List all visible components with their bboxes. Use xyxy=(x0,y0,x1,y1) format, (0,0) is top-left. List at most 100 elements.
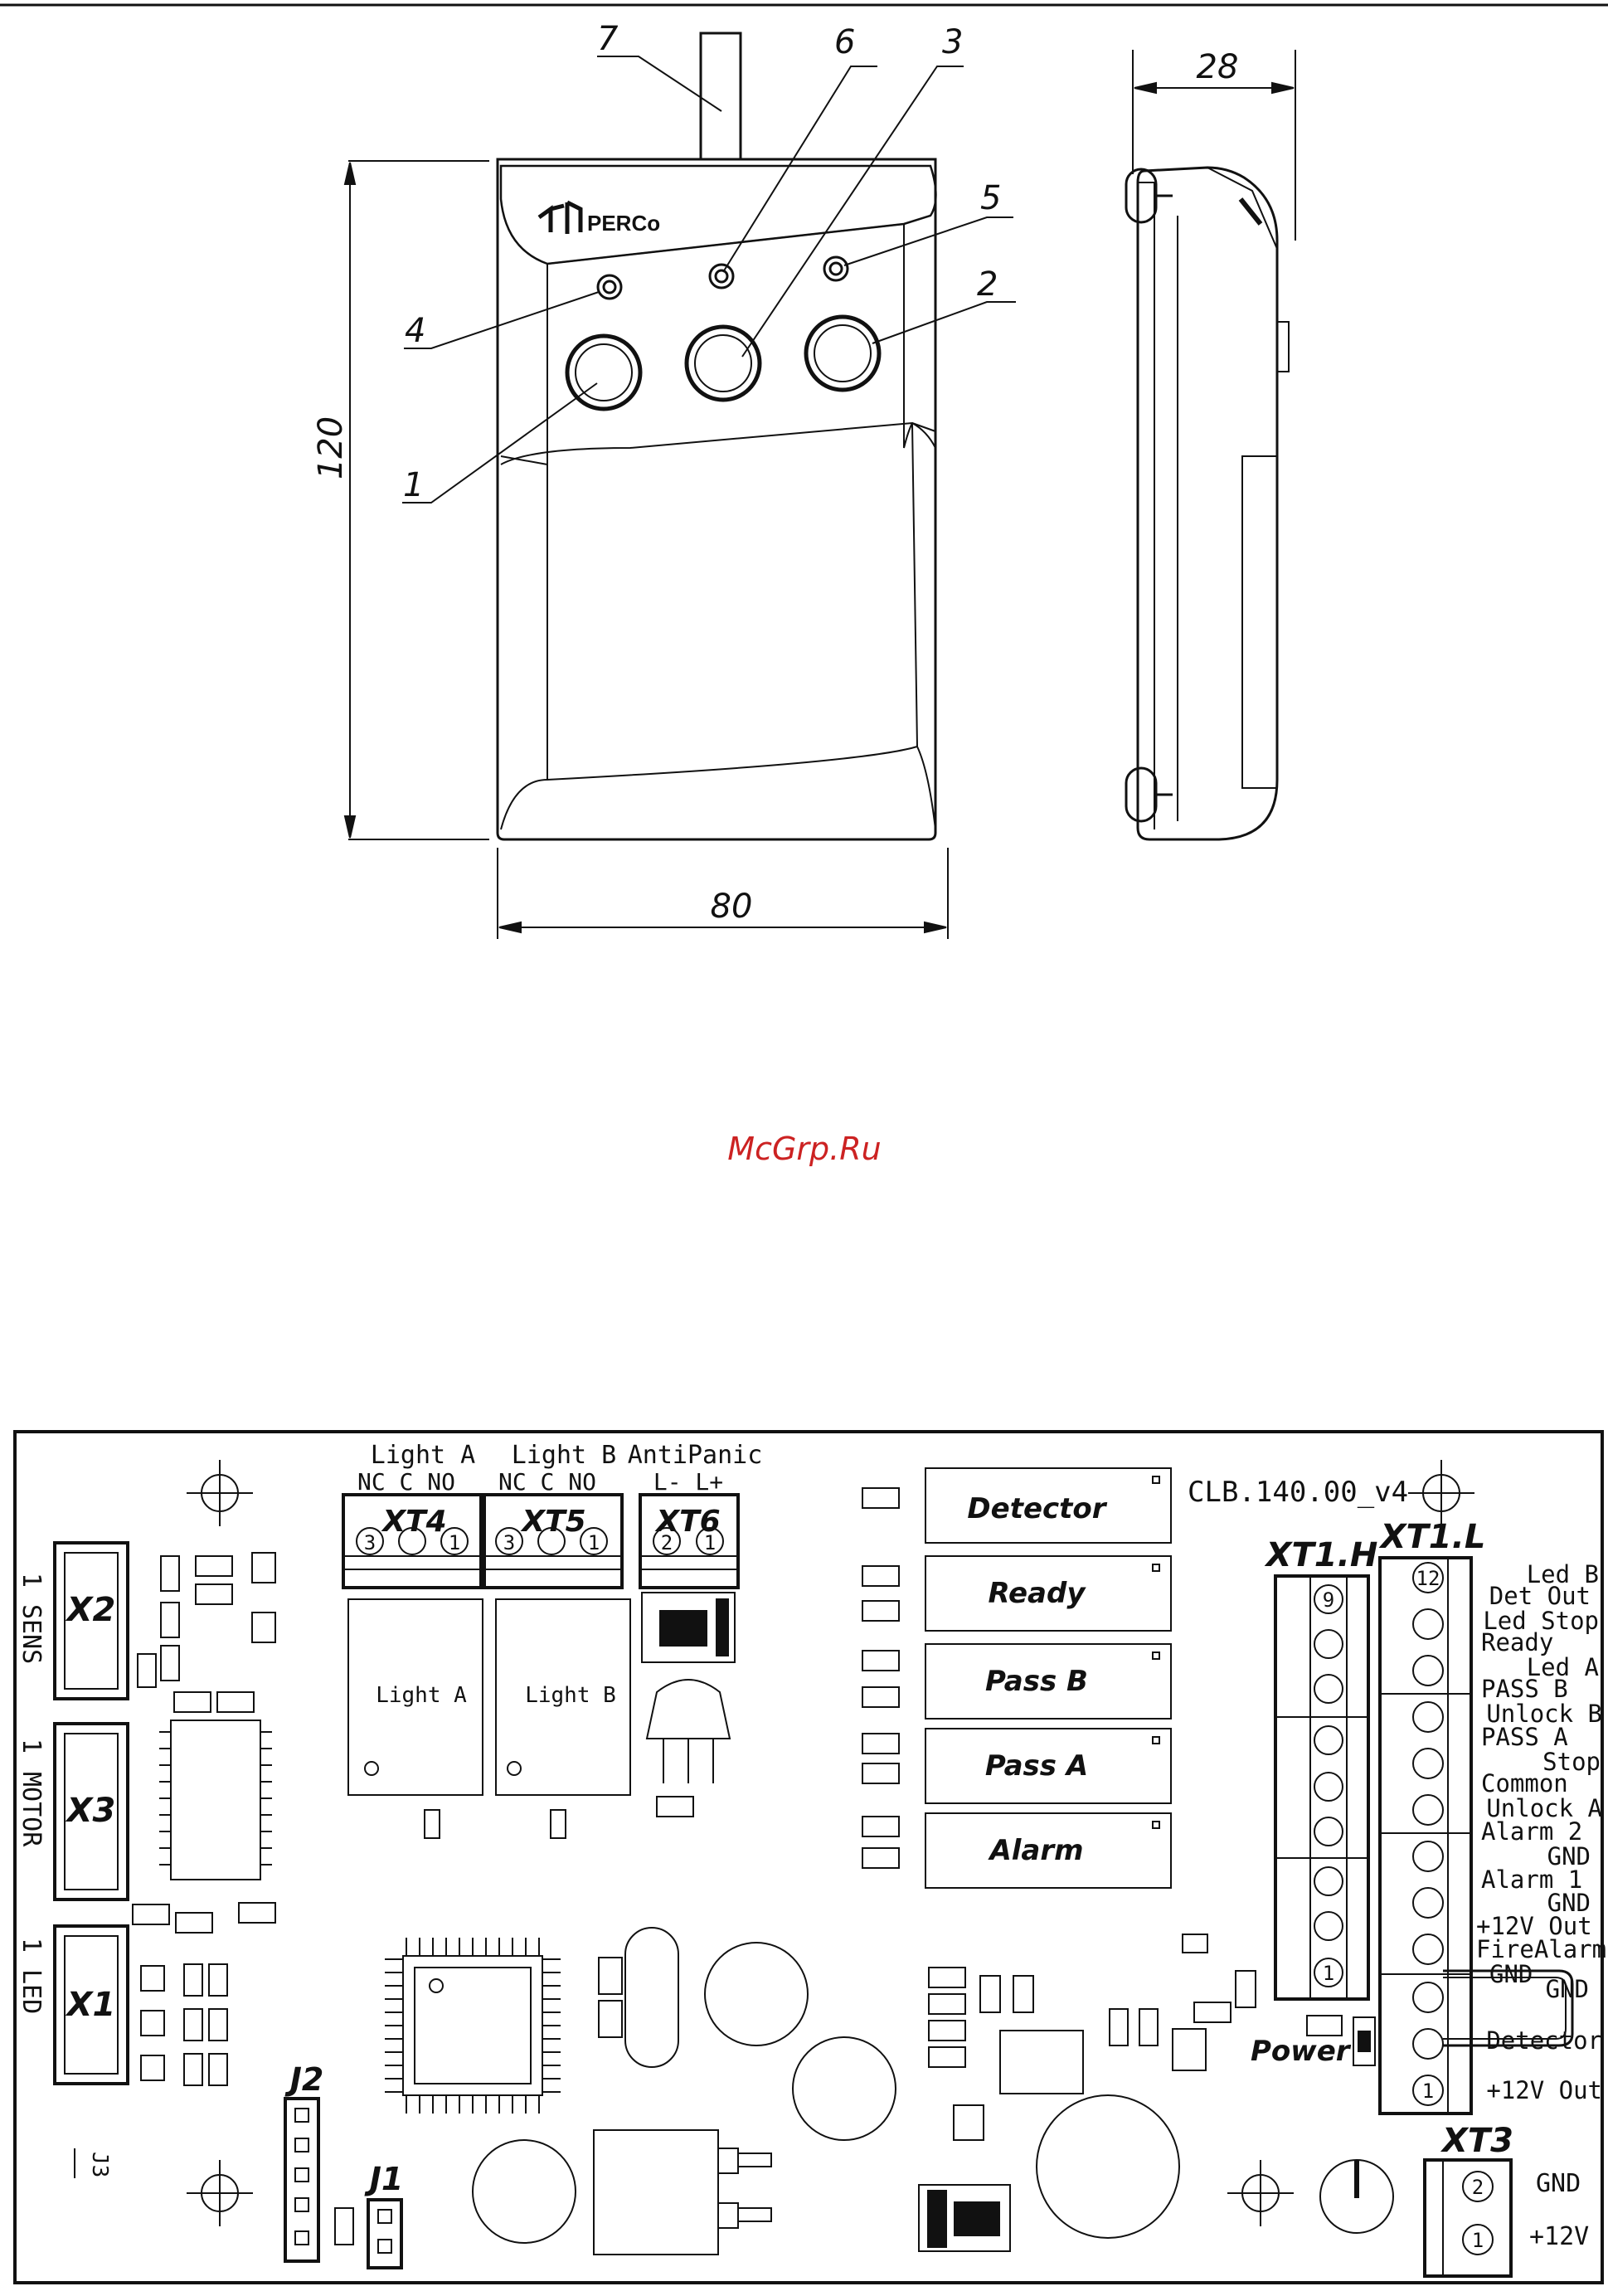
terminal-xt3: XT3 2 1 GND +12V xyxy=(1423,2122,1589,2278)
svg-text:Pass B: Pass B xyxy=(985,1665,1088,1698)
pcb-board: CLB.140.00_v4 X2 1 SENS X3 1 MOTOR X1 1 … xyxy=(13,1430,1606,2284)
svg-text:Alarm 2: Alarm 2 xyxy=(1481,1817,1582,1846)
dimension-width: 80 xyxy=(711,888,753,926)
svg-text:3: 3 xyxy=(503,1531,515,1554)
led-5 xyxy=(823,255,849,282)
smd-components-left xyxy=(132,1552,276,2086)
mounting-holes xyxy=(187,1460,1474,2226)
led-4 xyxy=(596,274,623,300)
relay-light-a: Light A xyxy=(347,1598,483,1839)
svg-text:Detector: Detector xyxy=(967,1492,1107,1525)
svg-text:GND: GND xyxy=(1489,1960,1533,1988)
side-button-bottom xyxy=(1125,766,1158,823)
svg-text:Led B: Led B xyxy=(1527,1560,1599,1588)
svg-text:1: 1 xyxy=(1472,2229,1484,2252)
callout-6: 6 xyxy=(834,23,855,61)
side-view xyxy=(1125,166,1290,841)
svg-text:XT6: XT6 xyxy=(654,1505,720,1539)
indicator-pass-a: Pass A xyxy=(925,1728,1172,1804)
antipanic-components xyxy=(641,1592,736,1817)
svg-text:XT3: XT3 xyxy=(1440,2122,1513,2160)
svg-text:+12V Out: +12V Out xyxy=(1486,2076,1602,2104)
terminal-xt5: Light B NC C NO 3 1 XT5 xyxy=(483,1441,624,1589)
svg-text:Common: Common xyxy=(1481,1769,1568,1797)
callout-2: 2 xyxy=(977,265,998,304)
svg-text:X1: X1 xyxy=(65,1986,116,2024)
svg-text:1: 1 xyxy=(17,1938,46,1953)
svg-text:GND: GND xyxy=(1547,1842,1591,1870)
dimension-height: 120 xyxy=(312,416,350,479)
svg-text:X3: X3 xyxy=(65,1792,116,1830)
cable xyxy=(699,32,742,161)
svg-text:Ready: Ready xyxy=(989,1577,1087,1610)
svg-text:XT4: XT4 xyxy=(381,1505,446,1539)
svg-text:FireAlarm: FireAlarm xyxy=(1476,1935,1606,1963)
svg-text:PASS B: PASS B xyxy=(1481,1675,1568,1703)
svg-text:SENS: SENS xyxy=(17,1604,46,1664)
svg-text:Det Out: Det Out xyxy=(1489,1582,1591,1610)
svg-text:1: 1 xyxy=(588,1531,600,1554)
svg-text:J1: J1 xyxy=(364,2161,404,2197)
side-body xyxy=(1136,166,1279,841)
svg-text:Led Stop: Led Stop xyxy=(1483,1607,1599,1635)
center-components xyxy=(385,1927,1394,2255)
indicator-column: Detector Ready Pass B Pass A Alarm xyxy=(862,1467,1172,1889)
svg-text:1: 1 xyxy=(449,1531,460,1554)
svg-text:Alarm: Alarm xyxy=(987,1834,1083,1867)
svg-text:+12V: +12V xyxy=(1529,2222,1589,2251)
svg-text:Detector: Detector xyxy=(1486,2026,1602,2055)
reader-body xyxy=(496,158,937,841)
svg-text:1: 1 xyxy=(1323,1962,1334,1985)
left-connector-x3: X3 1 MOTOR xyxy=(17,1722,129,1901)
svg-text:AntiPanic: AntiPanic xyxy=(628,1441,763,1470)
callouts: 7 6 3 5 2 4 1 xyxy=(403,20,1001,504)
svg-text:LED: LED xyxy=(17,1969,46,2014)
svg-text:2: 2 xyxy=(1472,2176,1484,2199)
svg-text:12: 12 xyxy=(1416,1567,1440,1590)
callout-leaders xyxy=(402,56,1016,503)
svg-text:Unlock B: Unlock B xyxy=(1486,1700,1602,1728)
svg-text:PERCo: PERCo xyxy=(587,211,660,236)
front-view xyxy=(496,32,937,841)
svg-text:Ready: Ready xyxy=(1481,1628,1553,1656)
led-6 xyxy=(708,263,735,289)
svg-text:NC C NO: NC C NO xyxy=(498,1468,596,1496)
svg-text:Light A: Light A xyxy=(371,1441,475,1470)
svg-text:Led A: Led A xyxy=(1527,1653,1599,1681)
relay-light-b: Light B xyxy=(495,1598,631,1839)
button-1 xyxy=(565,333,643,411)
indicator-alarm: Alarm xyxy=(925,1812,1172,1889)
svg-text:GND: GND xyxy=(1546,1975,1589,2003)
svg-text:NC C NO: NC C NO xyxy=(357,1468,455,1496)
svg-text:Stop: Stop xyxy=(1542,1748,1601,1776)
watermark: McGrp.Ru xyxy=(727,1131,881,1167)
svg-text:1: 1 xyxy=(1422,2080,1434,2103)
black-component xyxy=(918,2184,1011,2252)
svg-text:XT1.L: XT1.L xyxy=(1378,1518,1486,1556)
terminal-xt4: Light A NC C NO 3 1 XT4 xyxy=(342,1441,483,1589)
jumper-j2: J2 xyxy=(284,2061,324,2263)
svg-text:Pass A: Pass A xyxy=(985,1749,1088,1783)
perco-logo: PERCo xyxy=(537,200,660,236)
board-id: CLB.140.00_v4 xyxy=(1188,1476,1408,1509)
svg-text:GND: GND xyxy=(1536,2169,1581,2198)
callout-4: 4 xyxy=(405,312,425,350)
svg-text:1: 1 xyxy=(704,1531,716,1554)
indicator-ready: Ready xyxy=(925,1555,1172,1632)
svg-text:XT5: XT5 xyxy=(520,1505,585,1539)
power-led: Power xyxy=(1251,2016,1376,2068)
svg-text:J2: J2 xyxy=(284,2061,324,2098)
side-button-top xyxy=(1125,168,1158,224)
pcb-outline xyxy=(13,1430,1604,2284)
svg-text:Light B: Light B xyxy=(512,1441,616,1470)
indicator-pass-b: Pass B xyxy=(925,1643,1172,1720)
terminal-xt1l: XT1.L 12 1 xyxy=(1378,1518,1486,2115)
svg-text:Unlock A: Unlock A xyxy=(1486,1794,1602,1822)
button-3 xyxy=(684,324,762,402)
svg-text:XT1.H: XT1.H xyxy=(1264,1536,1378,1574)
terminal-xt6: AntiPanic L- L+ 2 1 XT6 xyxy=(628,1441,763,1589)
svg-text:2: 2 xyxy=(661,1531,673,1554)
svg-text:Alarm 1: Alarm 1 xyxy=(1481,1866,1582,1894)
jumper-j1: J1 xyxy=(334,2161,404,2269)
